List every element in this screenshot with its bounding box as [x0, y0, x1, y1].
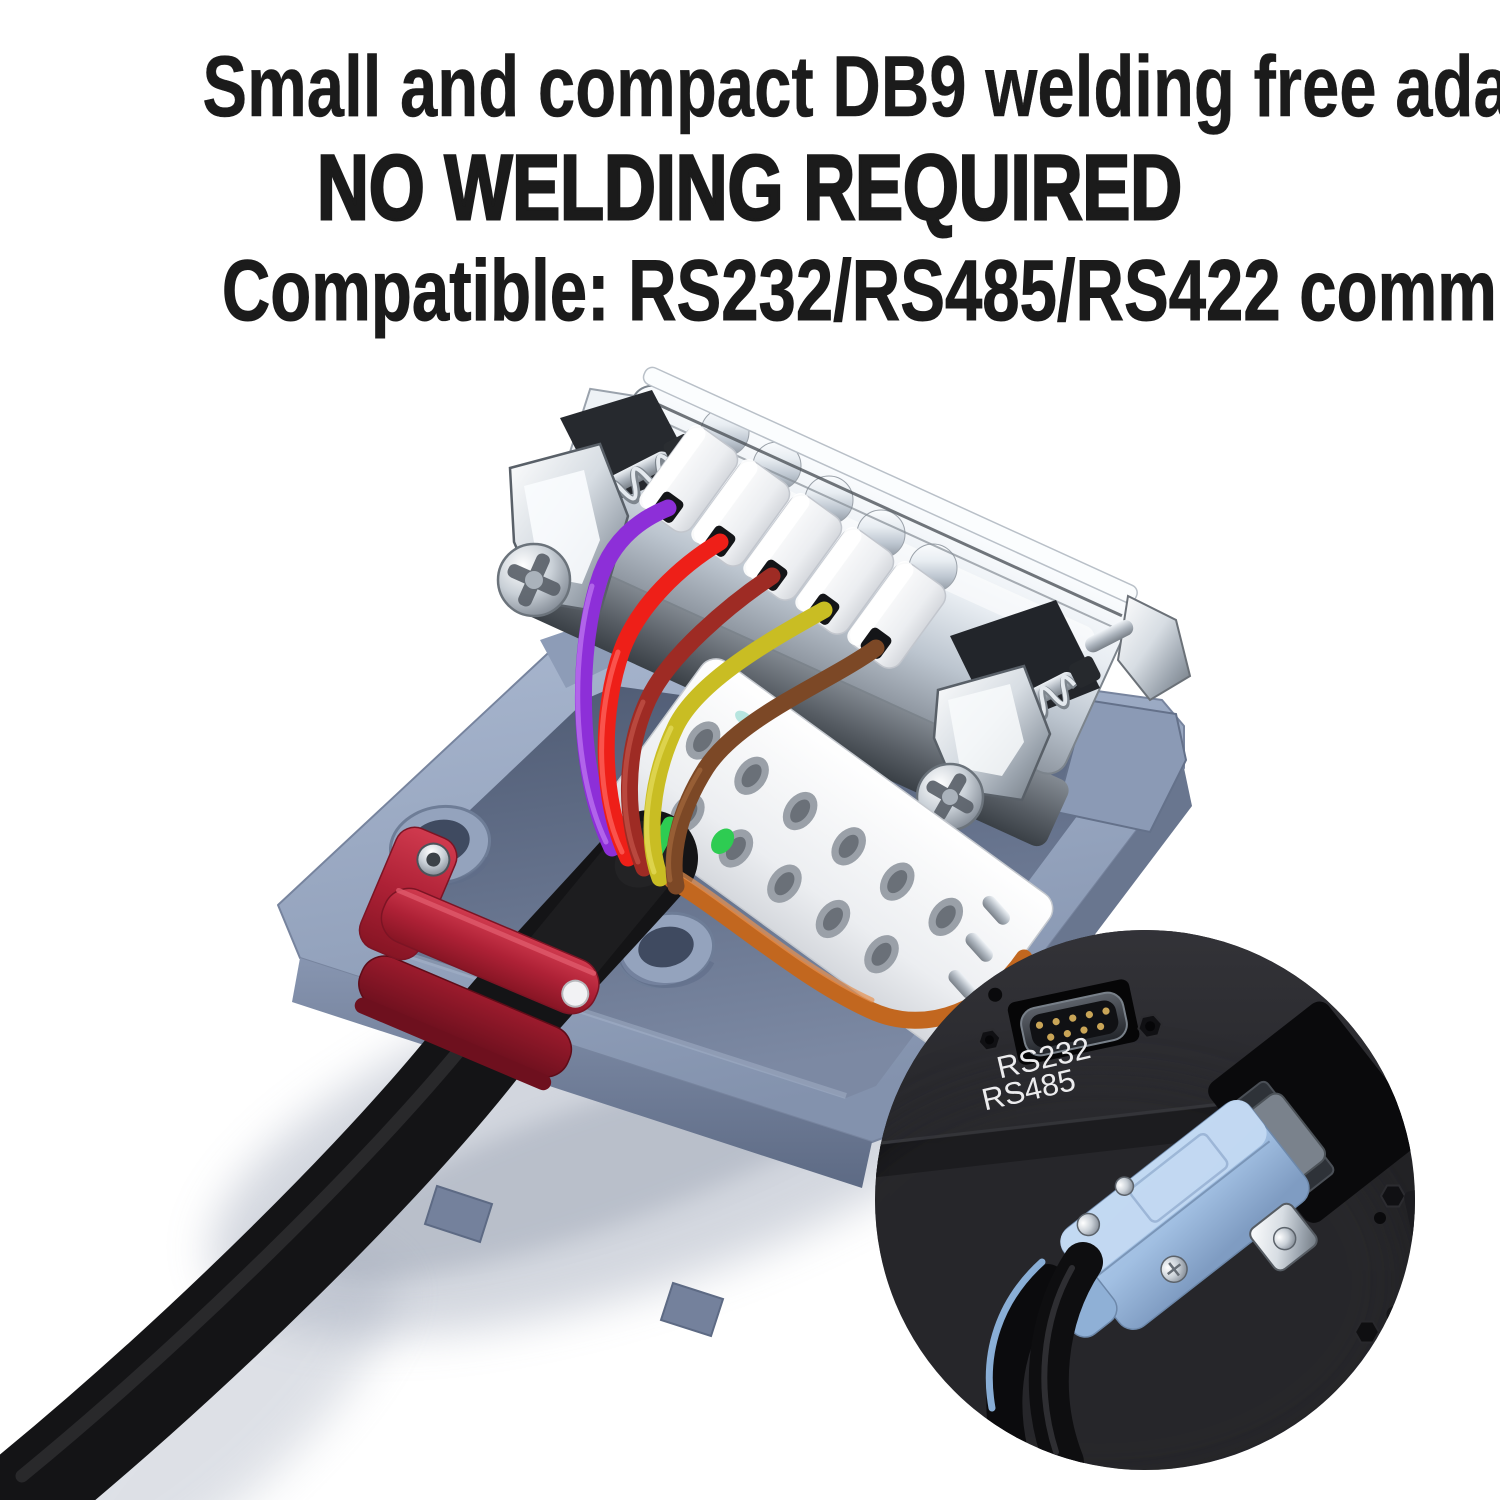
headline-line3: Compatible: RS232/RS485/RS422 communicat… — [221, 243, 1500, 339]
wire-dark-red — [621, 567, 781, 877]
port-hex-nut-right — [1137, 1013, 1163, 1039]
adapter-clip — [1249, 1202, 1318, 1272]
clamp-pin — [561, 979, 590, 1008]
inset-circle: RS232 RS485 — [875, 930, 1415, 1470]
left-phillips-screw — [496, 542, 572, 618]
wire-brown — [665, 639, 885, 895]
db9-port — [977, 979, 1163, 1065]
adapter-cable — [1028, 1242, 1103, 1470]
headline-line2-wrap: NO WELDING REQUIRED — [0, 137, 1500, 239]
adapter-blue-wire — [985, 1258, 1046, 1412]
plugged-adapter — [985, 1001, 1415, 1470]
green-wire-tip — [711, 828, 735, 854]
wire-purple — [574, 499, 677, 857]
db9-port-pins — [1035, 1007, 1110, 1041]
headline-line1-wrap: Small and compact DB9 welding free adapt… — [0, 39, 1500, 135]
main-cable — [0, 810, 698, 1500]
flange-right-corner — [1116, 594, 1192, 702]
wires — [574, 499, 1033, 1029]
clamp-socket-screw — [416, 842, 451, 877]
adapter-screws — [1076, 1176, 1188, 1283]
wire-red — [597, 533, 729, 867]
cable-clamp — [354, 826, 600, 1091]
headline-line2: NO WELDING REQUIRED — [316, 137, 1183, 239]
headline-line1: Small and compact DB9 welding free adapt… — [202, 39, 1500, 135]
adapter-cable-back — [986, 1264, 1066, 1470]
wire-yellow — [643, 601, 833, 887]
headline: Small and compact DB9 welding free adapt… — [0, 39, 1500, 339]
right-jackscrew-assembly — [915, 600, 1134, 832]
headline-line3-wrap: Compatible: RS232/RS485/RS422 communicat… — [0, 243, 1500, 339]
port-hex-nut-left — [977, 1028, 1002, 1052]
